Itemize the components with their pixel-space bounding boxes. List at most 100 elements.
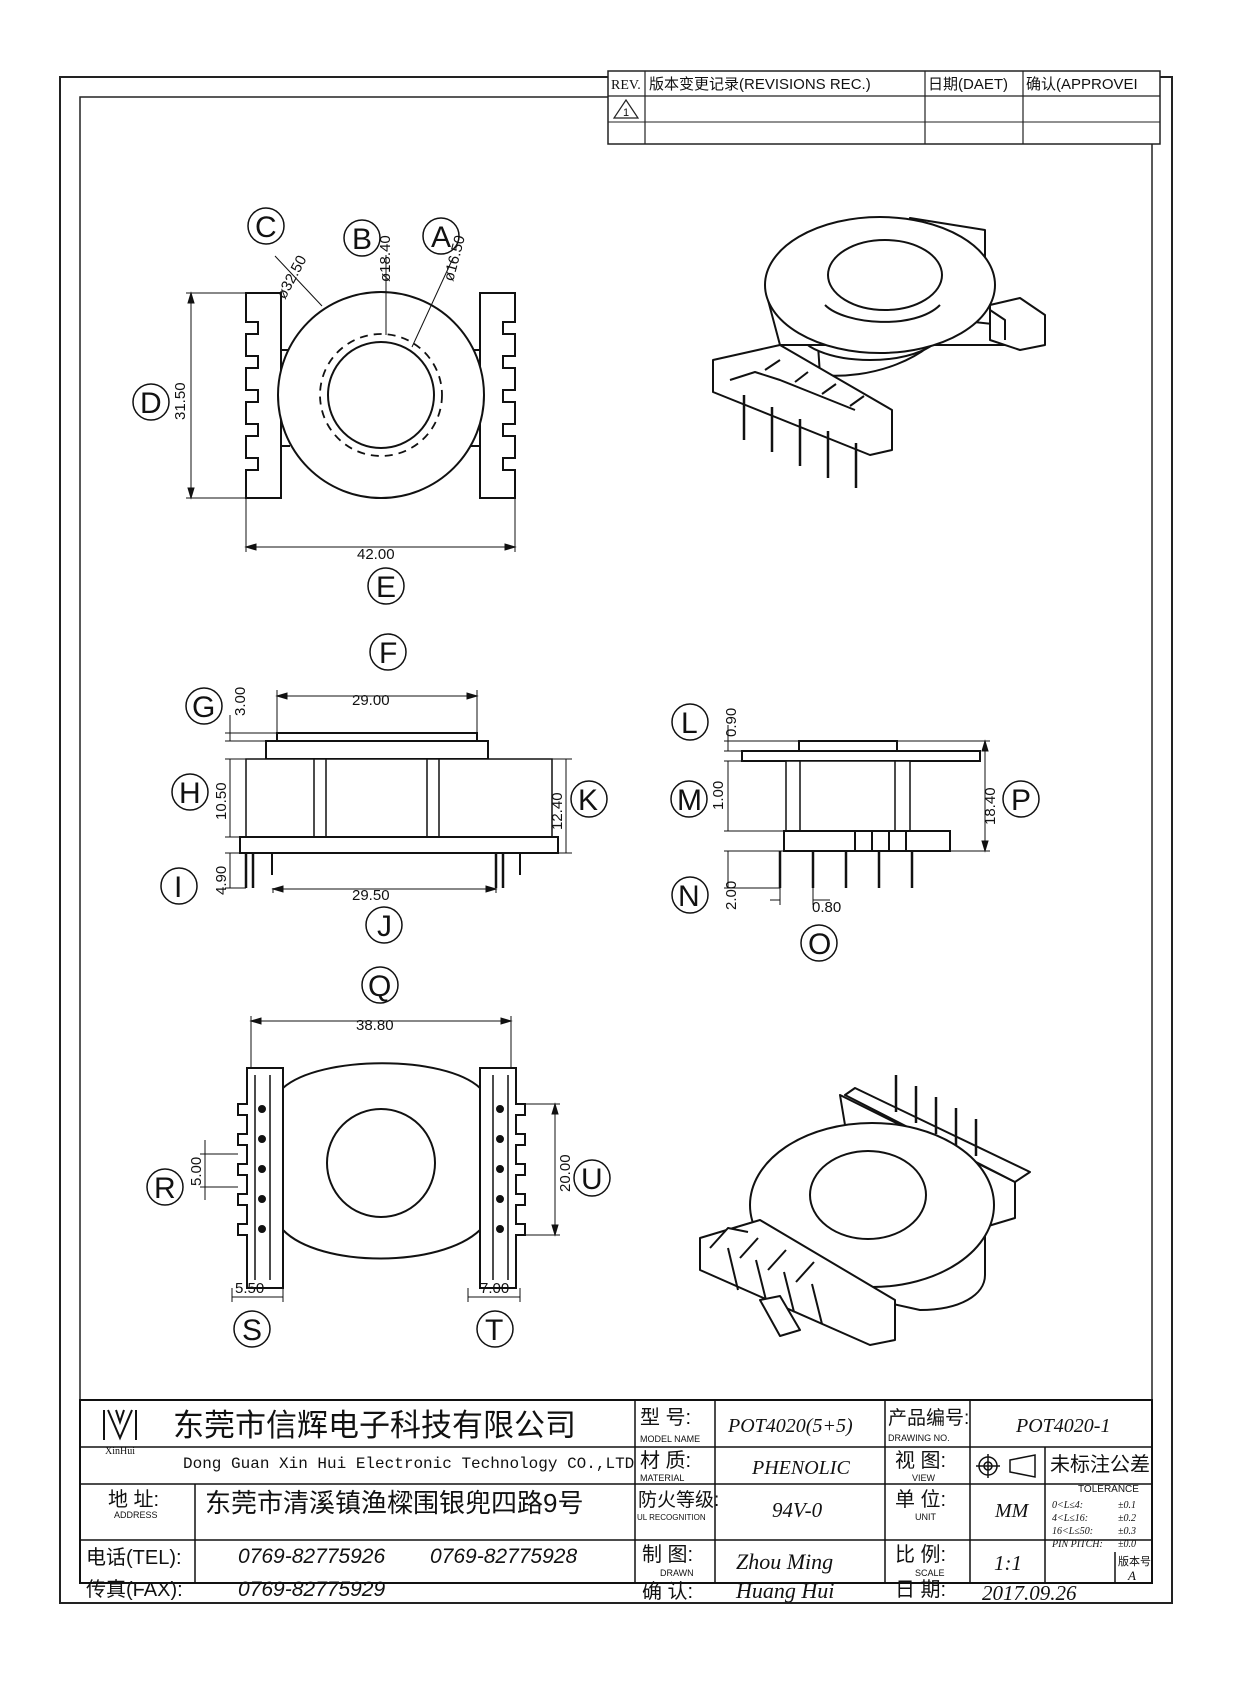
tolerance-value: ±0.3 xyxy=(1118,1526,1136,1537)
callout-G: G xyxy=(185,687,223,725)
tolerance-title-en: TOLERANCE xyxy=(1078,1484,1139,1495)
svg-text:L: L xyxy=(681,707,698,740)
tolerance-title: 未标注公差 xyxy=(1050,1453,1150,1476)
svg-text:U: U xyxy=(581,1163,603,1196)
front-view-bottom-flange xyxy=(239,836,559,854)
callout-F: F xyxy=(369,633,407,671)
tolerance-range: 0<L≤4: xyxy=(1052,1500,1083,1511)
svg-text:O: O xyxy=(808,928,831,961)
dim-I: 4.90 xyxy=(213,866,230,895)
drawing-no-label: 产品编号: xyxy=(888,1407,969,1429)
drawn-value: Zhou Ming xyxy=(736,1549,833,1574)
front-view-winding-area xyxy=(245,758,553,838)
approve-header: 确认(APPROVEI xyxy=(1026,76,1138,93)
svg-text:P: P xyxy=(1011,784,1031,817)
view-label: 视 图: xyxy=(895,1449,946,1472)
tel-label: 电话(TEL): xyxy=(86,1546,182,1569)
dim-S: 5.50 xyxy=(235,1280,264,1297)
material-value: PHENOLIC xyxy=(751,1457,850,1479)
dim-L: 0.90 xyxy=(723,708,740,737)
callout-M: M xyxy=(670,780,708,818)
drawn-label-en: DRAWN xyxy=(660,1568,694,1578)
projection-symbol-icon xyxy=(976,1454,1036,1478)
svg-text:H: H xyxy=(179,777,201,810)
drawing-no-value: POT4020-1 xyxy=(1015,1415,1110,1437)
top-view-right-flange xyxy=(479,292,516,499)
side-view-dims xyxy=(724,725,990,905)
bottom-view-dims xyxy=(200,1016,560,1302)
scale-label-en: SCALE xyxy=(915,1568,945,1578)
dim-Q: 38.80 xyxy=(356,1017,394,1034)
bore-dashed-circle xyxy=(319,333,443,457)
dim-J: 29.50 xyxy=(352,887,390,904)
bottom-view xyxy=(237,1062,526,1289)
callout-P: P xyxy=(1002,780,1040,818)
side-view-body xyxy=(785,760,911,832)
dim-U: 20.00 xyxy=(557,1154,574,1192)
dim-F: 29.00 xyxy=(352,692,390,709)
date-value: 2017.09.26 xyxy=(982,1581,1077,1605)
svg-text:C: C xyxy=(255,211,277,244)
address-value: 东莞市清溪镇渔樑围银兜四路9号 xyxy=(205,1488,583,1518)
tolerance-range: 4<L≤16: xyxy=(1052,1513,1088,1524)
tolerance-value: ±0.1 xyxy=(1118,1500,1136,1511)
scale-label: 比 例: xyxy=(895,1543,946,1566)
tolerance-value: ±0.0 xyxy=(1118,1539,1136,1550)
unit-value: MM xyxy=(994,1500,1030,1522)
side-view xyxy=(741,740,981,888)
bore-circle xyxy=(327,341,435,449)
company-name-en: Dong Guan Xin Hui Electronic Technology … xyxy=(183,1455,634,1473)
title-block xyxy=(79,1399,1153,1584)
isometric-view-bottom xyxy=(699,1075,1031,1346)
view-label-en: VIEW xyxy=(912,1473,936,1483)
revision-triangle-icon: 1 xyxy=(612,98,640,119)
top-view xyxy=(245,291,516,499)
dim-H: 10.50 xyxy=(213,782,230,820)
fax-value: 0769-82775929 xyxy=(238,1578,385,1601)
callout-H: H xyxy=(171,773,209,811)
model-label-en: MODEL NAME xyxy=(640,1434,700,1444)
callout-L: L xyxy=(671,703,709,741)
callout-T: T xyxy=(476,1310,514,1348)
svg-text:B: B xyxy=(352,223,372,256)
isometric-view-top xyxy=(712,216,1046,488)
svg-text:Q: Q xyxy=(368,970,391,1003)
callout-Q: Q xyxy=(361,966,399,1004)
bottom-view-bore xyxy=(326,1108,436,1218)
svg-text:M: M xyxy=(677,784,702,817)
bottom-view-left-pin-rail xyxy=(237,1067,284,1289)
company-logo xyxy=(103,1409,137,1441)
tolerance-value: ±0.2 xyxy=(1118,1513,1136,1524)
svg-text:G: G xyxy=(192,691,215,724)
dim-P: 18.40 xyxy=(982,787,999,825)
fax-label: 传真(FAX): xyxy=(86,1578,183,1601)
version-label: 版本号 xyxy=(1118,1554,1151,1568)
dim-N: 2.00 xyxy=(723,881,740,910)
top-view-dims xyxy=(186,255,517,552)
front-view-top-lip xyxy=(276,732,478,742)
svg-text:R: R xyxy=(154,1172,176,1205)
callout-K: K xyxy=(570,780,608,818)
svg-text:F: F xyxy=(379,637,397,670)
model-value: POT4020(5+5) xyxy=(727,1415,853,1437)
side-view-bottom-flange xyxy=(783,830,951,852)
dim-K: 12.40 xyxy=(549,792,566,830)
fire-value: 94V-0 xyxy=(772,1498,823,1522)
address-label: 地 址: xyxy=(108,1488,159,1511)
side-view-top-plate xyxy=(798,740,898,752)
fire-label: 防火等级: xyxy=(638,1489,719,1511)
svg-text:E: E xyxy=(376,571,396,604)
unit-label-en: UNIT xyxy=(915,1512,936,1522)
callout-B: B xyxy=(343,219,381,257)
date-label: 日 期: xyxy=(895,1579,946,1601)
callout-E: E xyxy=(367,567,405,605)
svg-text:D: D xyxy=(140,387,162,420)
drawing-no-label-en: DRAWING NO. xyxy=(888,1433,950,1443)
confirm-label: 确 认: xyxy=(642,1580,693,1603)
dim-B: ø18.40 xyxy=(377,235,394,282)
tolerance-range: 16<L≤50: xyxy=(1052,1526,1093,1537)
revision-table: REV. 版本变更记录(REVISIONS REC.) 日期(DAET) 确认(… xyxy=(607,70,1161,145)
front-view xyxy=(239,732,559,888)
material-label: 材 质: xyxy=(640,1449,691,1472)
